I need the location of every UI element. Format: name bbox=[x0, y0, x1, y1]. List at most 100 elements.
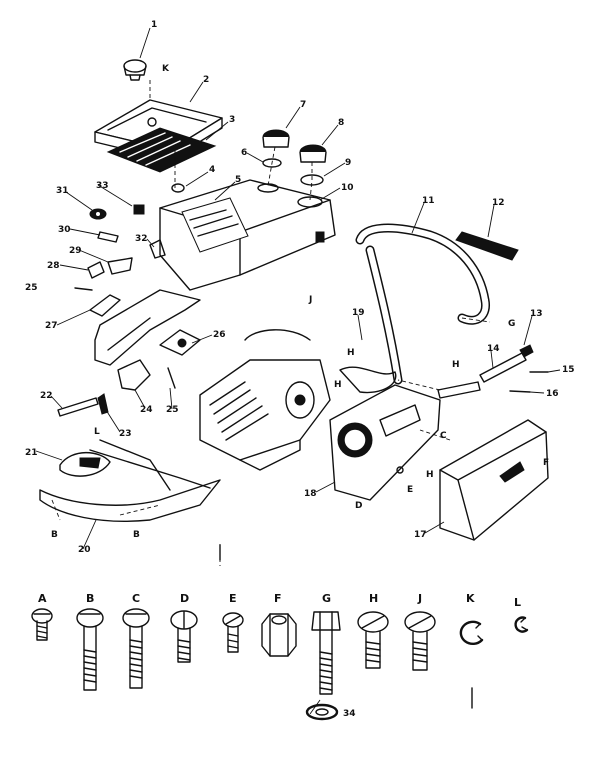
clip-28-part bbox=[87, 261, 105, 279]
inline-letter-h4: H bbox=[426, 470, 434, 480]
fastener-g: G bbox=[311, 592, 341, 695]
callout-5: 5 bbox=[235, 175, 241, 185]
callout-18: 18 bbox=[304, 489, 317, 499]
inline-letter-e: E bbox=[407, 485, 413, 495]
fastener-l: L bbox=[514, 596, 529, 633]
short-screw-icon bbox=[222, 612, 244, 653]
fastener-f: F bbox=[261, 592, 297, 657]
callout-1: 1 bbox=[151, 20, 157, 30]
oil-cap-part bbox=[299, 144, 327, 163]
filter-element-part bbox=[106, 127, 217, 173]
screw-30-part bbox=[97, 231, 119, 243]
bottom-cover-part bbox=[39, 439, 221, 522]
long-bolt-icon bbox=[122, 608, 150, 689]
callout-12: 12 bbox=[492, 198, 505, 208]
inline-letter-l: L bbox=[94, 427, 100, 437]
gasket-21-part bbox=[59, 452, 111, 477]
pin-18-part bbox=[437, 381, 481, 399]
fastener-label-c: C bbox=[132, 592, 140, 605]
inline-letter-d: D bbox=[355, 501, 362, 511]
grip-part bbox=[455, 231, 519, 261]
fastener-d: D bbox=[170, 592, 198, 663]
spring-29-part bbox=[107, 257, 133, 275]
washer-34-part: 34 bbox=[305, 703, 356, 721]
callout-25: 25 bbox=[166, 405, 179, 415]
fastener-a: A bbox=[31, 592, 53, 641]
inline-letter-labels: K J G H H H H C E F L B B D bbox=[51, 64, 549, 540]
main-housing-part bbox=[159, 179, 336, 291]
callout-4: 4 bbox=[209, 165, 215, 175]
callout-34: 34 bbox=[343, 709, 356, 719]
fastener-label-g: G bbox=[322, 592, 331, 605]
callout-8: 8 bbox=[338, 118, 344, 128]
callout-29: 29 bbox=[69, 246, 82, 256]
callout-24: 24 bbox=[140, 405, 153, 415]
short-screw-icon bbox=[31, 608, 53, 641]
inline-letter-g: G bbox=[508, 319, 515, 329]
small-nut-part bbox=[171, 183, 185, 193]
callout-19: 19 bbox=[352, 308, 365, 318]
inline-letter-j: J bbox=[308, 295, 312, 305]
retaining-ring-icon bbox=[459, 620, 484, 646]
side-plate-part bbox=[329, 366, 441, 501]
front-molding-part bbox=[94, 289, 201, 366]
callout-9: 9 bbox=[345, 158, 351, 168]
fastener-j: J bbox=[404, 592, 436, 671]
callout-20: 20 bbox=[78, 545, 91, 555]
inline-letter-f: F bbox=[543, 458, 549, 468]
callout-17: 17 bbox=[414, 530, 427, 540]
fastener-label-l: L bbox=[514, 596, 521, 609]
fastener-label-d: D bbox=[180, 592, 189, 605]
callout-15: 15 bbox=[562, 365, 575, 375]
washer-31-part bbox=[89, 208, 107, 220]
fastener-label-k: K bbox=[466, 592, 475, 605]
pin-13-part bbox=[479, 344, 534, 383]
callout-11: 11 bbox=[422, 196, 435, 206]
callout-27: 27 bbox=[45, 321, 58, 331]
callout-labels: 1 2 3 4 5 6 7 8 9 10 11 12 13 14 15 16 1… bbox=[25, 20, 575, 555]
callout-7: 7 bbox=[300, 100, 306, 110]
bolt-22-part bbox=[57, 397, 99, 417]
callout-6: 6 bbox=[241, 148, 247, 158]
inline-letter-h3: H bbox=[334, 380, 342, 390]
fastener-label-h: H bbox=[369, 592, 378, 605]
screw-icon bbox=[404, 611, 436, 671]
fastener-k: K bbox=[459, 592, 484, 646]
hex-bolt-icon bbox=[311, 611, 341, 695]
side-cover-part bbox=[439, 419, 549, 541]
knob-part bbox=[123, 59, 147, 81]
inline-letter-k: K bbox=[162, 64, 170, 74]
callout-33: 33 bbox=[96, 181, 109, 191]
callout-10: 10 bbox=[341, 183, 354, 193]
screw-icon bbox=[170, 610, 198, 663]
fastener-legend: A B C bbox=[31, 592, 529, 695]
callout-30: 30 bbox=[58, 225, 71, 235]
callout-25b: 25 bbox=[25, 283, 38, 293]
bracket-24-part bbox=[117, 359, 151, 391]
long-bolt-icon bbox=[76, 608, 104, 691]
gasket-9-part bbox=[300, 174, 324, 186]
inline-letter-h2: H bbox=[347, 348, 355, 358]
fastener-label-a: A bbox=[38, 592, 47, 605]
e-clip-icon bbox=[514, 616, 529, 633]
engine-part bbox=[199, 329, 331, 471]
callout-31: 31 bbox=[56, 186, 69, 196]
gasket-6-part bbox=[262, 158, 282, 168]
pin-16-part bbox=[509, 390, 531, 393]
handle-bar-part bbox=[355, 223, 491, 385]
fastener-c: C bbox=[122, 592, 150, 689]
bushing-33-part bbox=[133, 204, 145, 215]
callout-21: 21 bbox=[25, 448, 38, 458]
inline-letter-h1: H bbox=[452, 360, 460, 370]
callout-3: 3 bbox=[229, 115, 235, 125]
callout-32: 32 bbox=[135, 234, 148, 244]
fastener-label-b: B bbox=[86, 592, 94, 605]
inline-letter-b1: B bbox=[51, 530, 58, 540]
hex-nut-icon bbox=[261, 613, 297, 657]
link-27-part bbox=[89, 294, 121, 317]
clip-23-part bbox=[97, 393, 109, 415]
fastener-b: B bbox=[76, 592, 104, 691]
inline-letter-c: C bbox=[440, 431, 447, 441]
inline-letter-b2: B bbox=[133, 530, 140, 540]
